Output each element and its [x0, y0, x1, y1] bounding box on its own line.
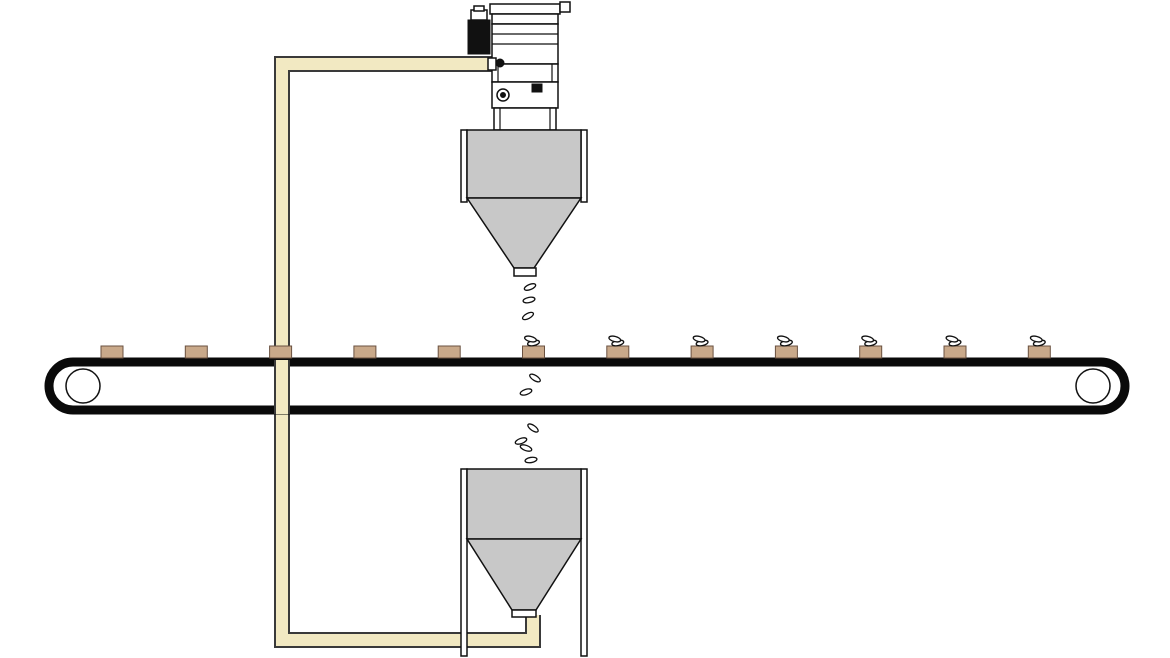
granule [1029, 335, 1043, 343]
falling-granules [514, 283, 541, 464]
falling-granule [519, 444, 533, 452]
box-filled [522, 345, 545, 359]
vacuum-receiver-icon [467, 1, 571, 131]
granule [776, 335, 790, 343]
box-filled [606, 345, 630, 359]
falling-granule [522, 296, 536, 304]
granule [608, 335, 622, 343]
box-empty [353, 345, 377, 359]
box-empty [184, 345, 208, 359]
box-filled [774, 345, 798, 359]
granule [945, 335, 959, 343]
falling-granule [521, 311, 535, 321]
box-filled [859, 345, 883, 359]
box-filled [943, 345, 967, 359]
vacuum-pipe-front [274, 360, 290, 414]
feed-hopper-icon [460, 129, 588, 277]
falling-granule [524, 456, 538, 464]
falling-granule [527, 423, 539, 433]
supply-hopper-icon [460, 468, 588, 657]
falling-granule [514, 437, 528, 445]
granule [861, 335, 875, 343]
box-empty [100, 345, 124, 359]
box-empty [269, 345, 293, 359]
granule [523, 335, 538, 343]
box-filled [1027, 345, 1051, 359]
box-filled [690, 345, 714, 359]
granule [692, 335, 706, 343]
box-row [100, 335, 1051, 359]
conveyor-belt-icon [44, 357, 1130, 415]
vacuum-pipe-icon [274, 56, 541, 648]
falling-granule [523, 283, 537, 291]
box-empty [437, 345, 461, 359]
falling-granule [519, 388, 533, 396]
falling-granule [529, 373, 541, 383]
